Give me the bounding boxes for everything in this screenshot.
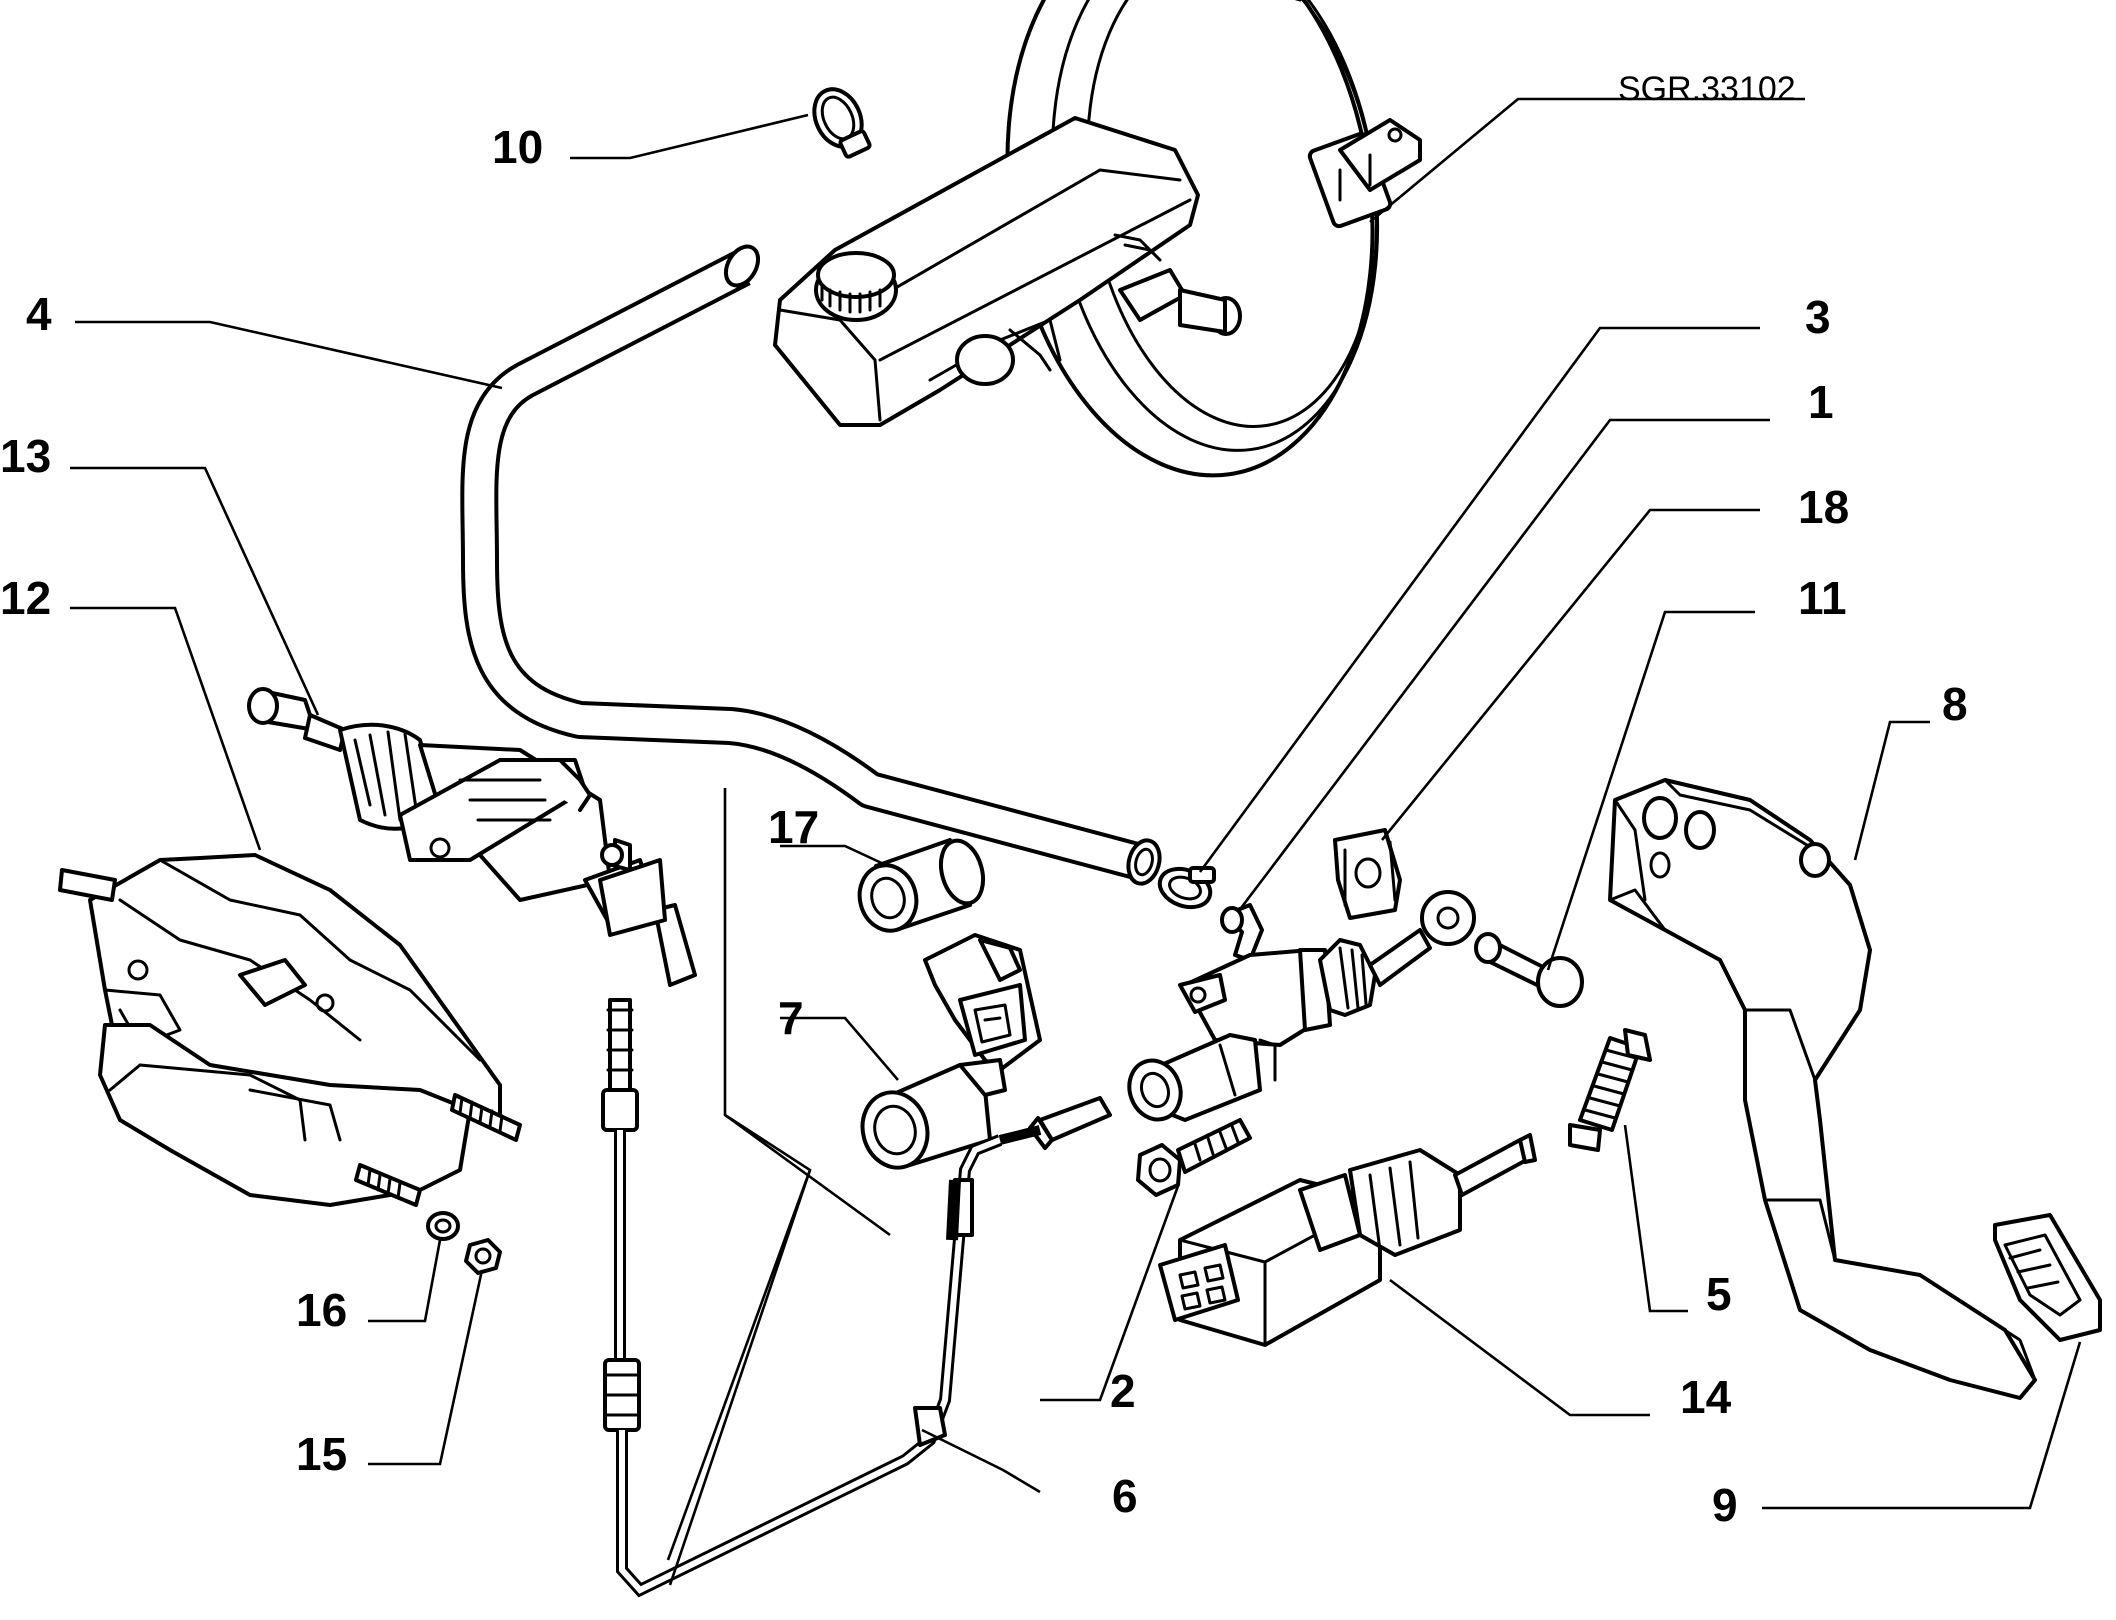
clutch-slave-cylinder [1127,890,1476,1122]
pivot-bolt [1474,932,1584,1008]
callout-11: 11 [1798,572,1847,624]
callout-9: 9 [1712,1479,1738,1531]
pedal-bracket [58,853,522,1207]
callout-16: 16 [296,1284,347,1336]
pedal-switch [1158,1133,1537,1347]
nut [464,1238,502,1275]
callout-6: 6 [1112,1470,1138,1522]
callout-2: 2 [1110,1365,1136,1417]
callout-18: 18 [1798,481,1849,533]
clutch-master-cylinder [247,687,697,987]
callout-12: 12 [0,572,51,624]
master-cylinder-reservoir [773,116,1242,427]
return-spring [1568,1028,1652,1152]
callout-10: 10 [492,121,543,173]
callout-8: 8 [1942,678,1968,730]
callout-15: 15 [296,1428,347,1480]
callout-5: 5 [1706,1268,1732,1320]
callout-13: 13 [0,430,51,482]
bushing [857,838,986,933]
sensor-holder [860,933,1042,1170]
hose [460,244,1162,886]
flange-bolt [1136,1118,1252,1197]
callout-4: 4 [26,288,52,340]
hose-clip [812,87,872,159]
pipe-clip [1157,866,1216,910]
washer [426,1211,460,1241]
retaining-clip [1333,828,1402,920]
leader-lines [70,97,2082,1586]
clutch-pedal [1608,778,2037,1400]
pedal-pad [1993,1213,2102,1342]
callout-17: 17 [768,801,819,853]
callout-3: 3 [1805,291,1831,343]
callout-7: 7 [778,992,804,1044]
clutch-pipe [601,998,1112,1598]
elbow-connector [1220,903,1264,962]
callout-14: 14 [1680,1371,1732,1423]
drawing-code: SGR.33102 [1618,70,1796,108]
callout-1: 1 [1808,376,1834,428]
callout-labels: SGR.33102 1 2 3 4 5 6 7 8 9 10 11 12 13 … [0,70,1968,1531]
